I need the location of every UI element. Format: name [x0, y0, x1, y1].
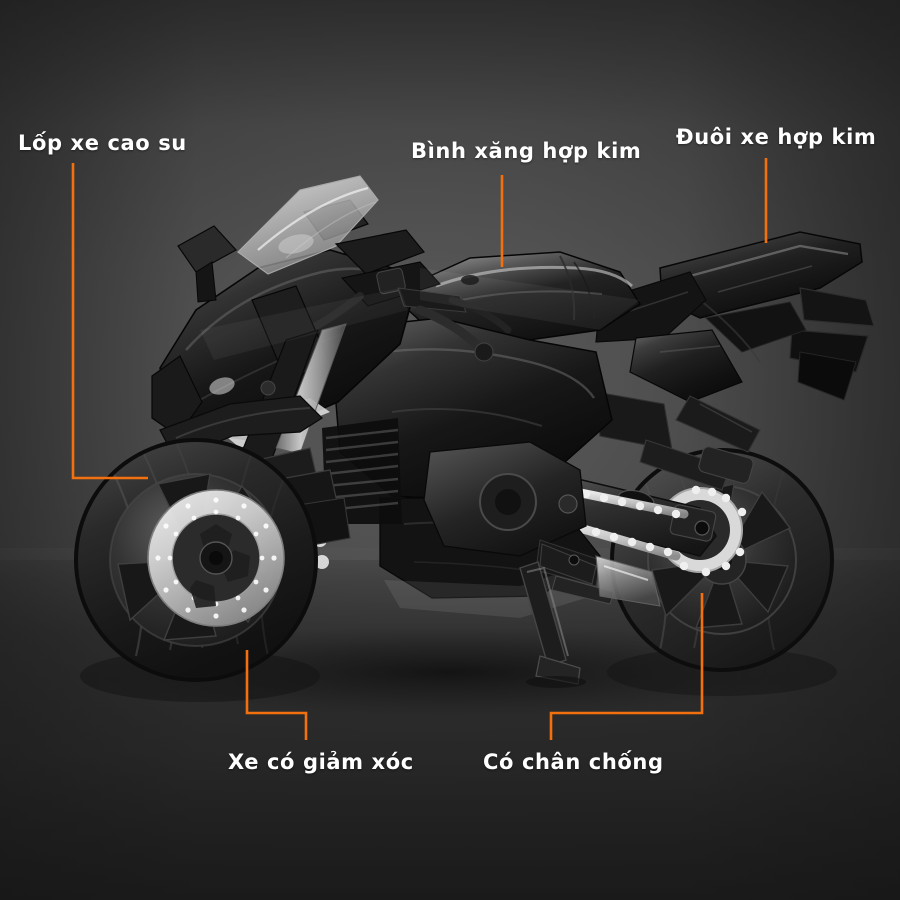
leader-line-suspension — [245, 650, 308, 740]
callout-label-suspension: Xe có giảm xóc — [228, 750, 414, 774]
callout-label-kickstand: Có chân chống — [483, 750, 664, 774]
callout-label-tire: Lốp xe cao su — [18, 131, 187, 155]
callout-label-fuel-tank: Bình xăng hợp kim — [411, 139, 642, 163]
leader-line-kickstand — [549, 593, 704, 740]
callout-label-tail: Đuôi xe hợp kim — [676, 125, 877, 149]
leader-line-tire — [71, 163, 148, 480]
